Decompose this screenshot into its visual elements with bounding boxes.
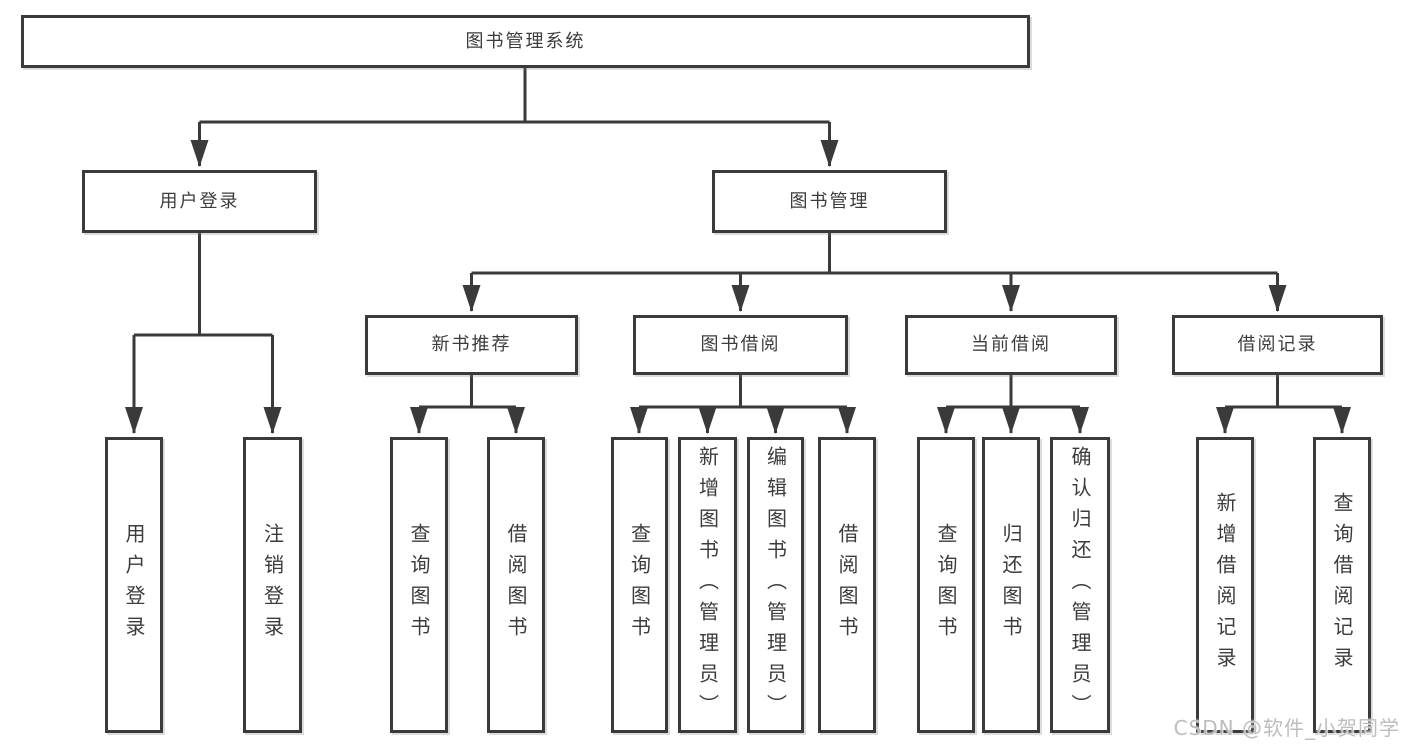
- node-label: 图书管理: [789, 190, 870, 212]
- node-label: 归还图书: [999, 523, 1023, 647]
- connector-user-login: [125, 233, 282, 434]
- node-user-login: 用户登录: [82, 170, 317, 233]
- node-label: 图书借阅: [700, 334, 781, 355]
- node-label: 新书推荐: [431, 334, 512, 355]
- node-label: 当前借阅: [971, 334, 1051, 355]
- leaf-logout: 注销登录: [243, 437, 302, 733]
- leaf-add-books-admin: 新增图书（管理员）: [678, 437, 737, 733]
- node-label: 借阅图书: [504, 523, 528, 647]
- connector-current-borrow: [937, 375, 1089, 434]
- leaf-query-borrow-record: 查询借阅记录: [1313, 437, 1371, 733]
- node-book-borrowing: 图书借阅: [633, 315, 848, 375]
- leaf-user-login: 用户登录: [105, 437, 163, 733]
- node-label: 图书管理系统: [465, 30, 586, 52]
- node-library-management-system: 图书管理系统: [21, 15, 1030, 68]
- node-label: 查询图书: [407, 523, 431, 647]
- connector-book-borrow: [630, 375, 856, 434]
- leaf-borrow-books-2: 借阅图书: [818, 437, 876, 733]
- node-label: 确认归还（管理员）: [1068, 445, 1092, 725]
- node-label: 查询图书: [934, 523, 958, 647]
- node-label: 用户登录: [122, 523, 146, 647]
- node-label: 查询借阅记录: [1330, 492, 1354, 678]
- leaf-edit-books-admin: 编辑图书（管理员）: [747, 437, 804, 733]
- node-label: 新增借阅记录: [1213, 492, 1237, 678]
- node-label: 借阅图书: [835, 523, 859, 647]
- leaf-borrow-books-1: 借阅图书: [487, 437, 545, 733]
- node-new-book-recommendation: 新书推荐: [365, 315, 578, 375]
- connector-new-book-rec: [410, 375, 525, 434]
- node-label: 注销登录: [260, 523, 285, 647]
- leaf-confirm-return-admin: 确认归还（管理员）: [1050, 437, 1110, 733]
- leaf-query-books-1: 查询图书: [390, 437, 448, 733]
- leaf-query-books-2: 查询图书: [611, 437, 668, 733]
- node-borrowing-records: 借阅记录: [1172, 315, 1383, 375]
- node-current-borrowing: 当前借阅: [905, 315, 1117, 375]
- node-label: 用户登录: [159, 190, 240, 212]
- node-label: 编辑图书（管理员）: [763, 445, 788, 725]
- leaf-query-books-3: 查询图书: [917, 437, 975, 733]
- node-book-management: 图书管理: [712, 170, 947, 233]
- node-label: 新增图书（管理员）: [695, 445, 720, 725]
- leaf-return-books: 归还图书: [982, 437, 1040, 733]
- node-label: 借阅记录: [1237, 334, 1318, 355]
- connector-root: [190, 68, 839, 167]
- connector-book-mgmt: [462, 233, 1287, 312]
- csdn-watermark: CSDN @软件_小贺同学: [1173, 716, 1400, 740]
- node-label: 查询图书: [627, 523, 652, 647]
- leaf-add-borrow-record: 新增借阅记录: [1196, 437, 1254, 733]
- connector-borrow-record: [1216, 375, 1351, 434]
